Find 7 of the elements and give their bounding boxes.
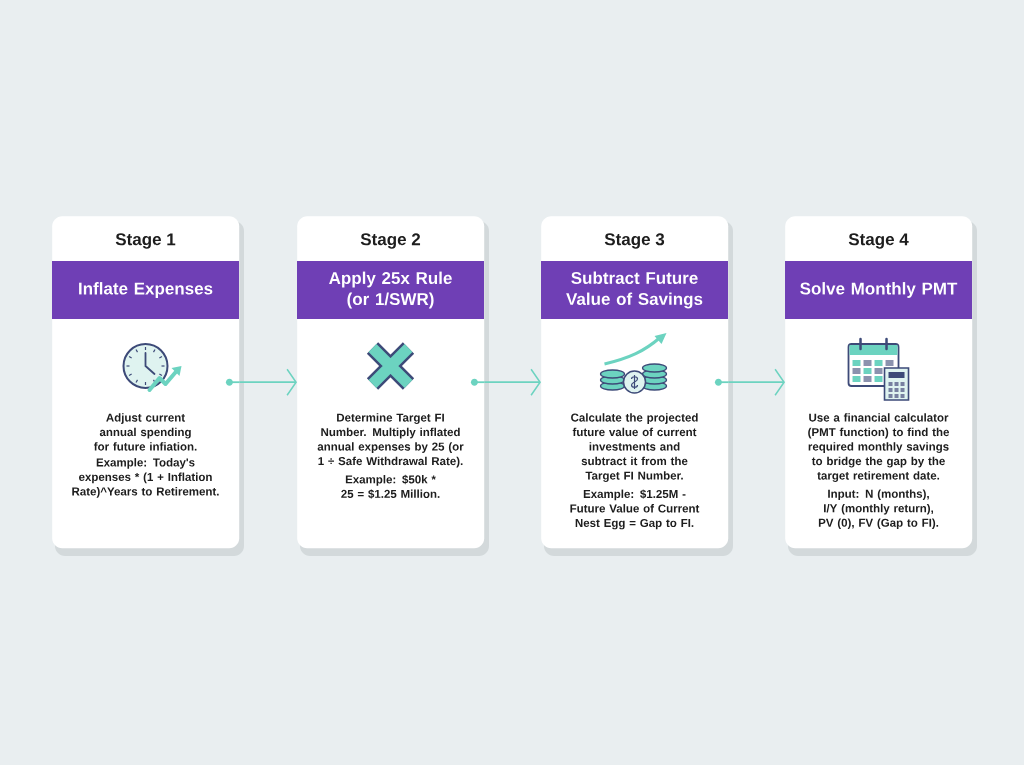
- stage-card: Stage 2 Apply 25x Rule (or 1/SWR) Determine Target FI Number. Multiply inflated annual expenses by 25 (or 1 ÷ Safe Withdrawal Rate). Example: $50k * 25 = $1.25 Million.: [297, 216, 485, 549]
- arrow: [727, 368, 785, 396]
- stage-card: Stage 3 Subtract Future Value of Savings Calculate the projected future value of current investments and subtract it from the Target FI Number. Example: $1.25M - Future Value of Current Nest Egg = Gap to FI.: [541, 216, 729, 549]
- stage-card: Stage 1 Inflate Expenses Adjust current annual spending for future infiation. Example: Today's expenses * (1 + Inflation Rate)^Years to Retirement.: [52, 216, 240, 549]
- stage-card: Stage 4 Solve Monthly PMT Use a financial calculator (PMT function) to find the required monthly savings to bridge the gap by the target retirement date. Input: N (months), I/Y (monthly return), PV (0), FV (Gap to FI).: [785, 216, 973, 549]
- arrow: [238, 368, 297, 396]
- arrow: [483, 368, 541, 396]
